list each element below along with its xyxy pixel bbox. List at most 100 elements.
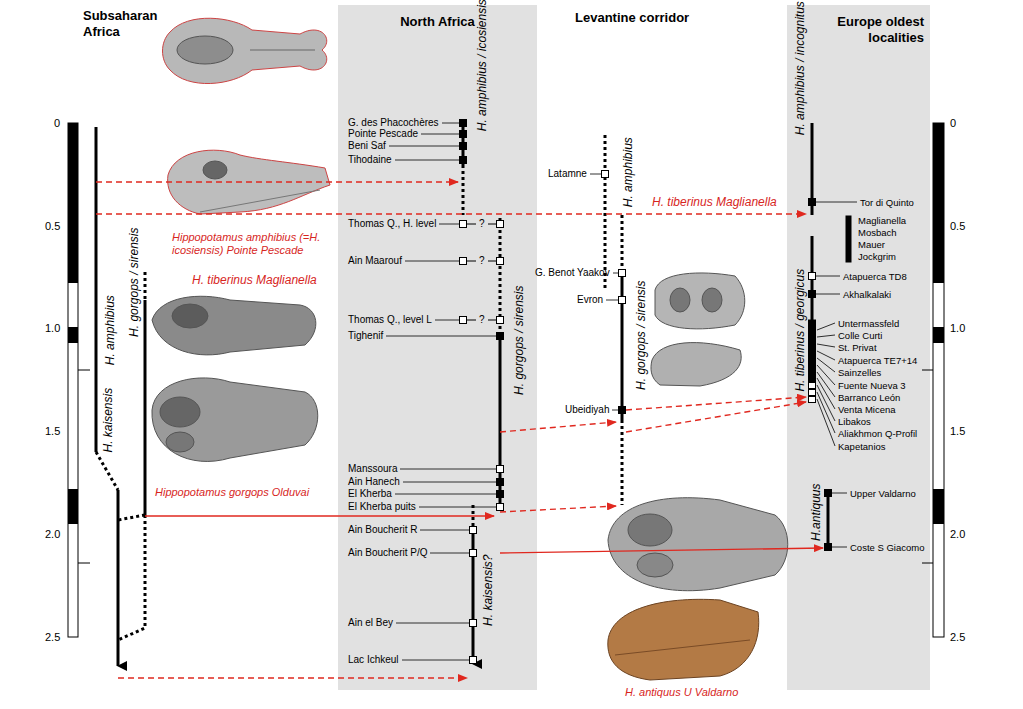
lineage-label: H. amphibius [621, 137, 635, 207]
lineage-bar [96, 123, 828, 666]
locality-label: Venta Micena [838, 404, 896, 415]
leader-lines [386, 123, 857, 660]
locality-label: Ain Hanech [348, 476, 400, 488]
axis-tick-label: 1.0 [950, 322, 965, 335]
locality-label: Jockgrim [858, 251, 896, 262]
lineage-label: H.antiquus [809, 484, 823, 541]
lineage-label: H. kaisensis? [481, 555, 495, 626]
figure-caption: H. tiberinus Maglianella [192, 273, 317, 287]
locality-label: Libakos [838, 416, 871, 427]
locality-label: Evron [577, 294, 603, 306]
leader-line [817, 344, 835, 347]
axis-tick-label: 1.0 [45, 322, 60, 335]
leader-line [395, 494, 496, 495]
leader-line [817, 399, 835, 446]
locality-label: Tighenif [348, 330, 383, 342]
locality-label: Atapuerca TD8 [843, 271, 907, 282]
leader-line [400, 469, 496, 470]
locality-label: G. Benot Yaakov [535, 267, 610, 279]
locality-label: St. Privat [838, 342, 877, 353]
locality-label: ? [479, 218, 485, 230]
locality-label: Akhalkalaki [843, 289, 891, 300]
leader-line [612, 410, 618, 411]
axis-tick-label: 2.0 [45, 528, 60, 541]
leader-line [402, 660, 469, 661]
lineage-label: H. gorgops / sirensis [126, 228, 140, 337]
leader-line [817, 335, 835, 337]
locality-label: Lac Ichkeul [348, 654, 399, 666]
locality-label: Pointe Pescade [348, 128, 418, 140]
figure-caption: Hippopotamus amphibius (=H. icosiensis) … [172, 231, 332, 257]
axis-tick-label: 2.5 [950, 631, 965, 644]
region-heading: Europe oldest localities [787, 5, 930, 45]
axis-tick-label: 1.5 [950, 425, 965, 438]
locality-label: Maglianella [858, 215, 906, 226]
region-band: North Africa [338, 5, 537, 690]
leader-line [395, 160, 459, 161]
axis-tick-label: 1.5 [45, 425, 60, 438]
leader-line [389, 146, 459, 147]
leader-line [421, 134, 459, 135]
locality-label: Atapuerca TE7+14 [838, 355, 917, 366]
locality-label: Colle Curti [838, 330, 882, 341]
figure-caption: Hippopotamus gorgops Olduvai [155, 486, 309, 499]
dispersal-arrow [96, 182, 823, 678]
locality-label: Beni Saf [348, 140, 386, 152]
leader-line [442, 123, 459, 124]
region-heading: North Africa [338, 5, 537, 30]
leader-line [817, 323, 835, 330]
locality-label: Ubeidiyah [565, 404, 609, 416]
locality-label: Aliakhmon Q-Profil [838, 428, 917, 439]
skull-photo [152, 18, 788, 680]
locality-label: Manssoura [348, 463, 397, 475]
locality-marker [460, 120, 852, 664]
axis-tick-label: 2.0 [950, 528, 965, 541]
locality-label: Thomas Q., H. level [348, 218, 436, 230]
locality-label: Upper Valdarno [850, 488, 916, 499]
leader-line [590, 174, 601, 175]
leader-line [405, 261, 459, 262]
figure-caption: H. antiquus U Valdarno [625, 686, 738, 699]
locality-label: Sainzelles [838, 367, 881, 378]
lineage-label: H. kaisensis [101, 388, 115, 453]
locality-label: Mosbach [858, 227, 897, 238]
leader-line [817, 358, 835, 372]
leader-line [419, 507, 496, 508]
locality-label: Tor di Quinto [860, 197, 914, 208]
locality-label: Untermassfeld [838, 318, 899, 329]
leader-line [816, 294, 840, 295]
lineage-label: H. amphibius [103, 295, 117, 365]
leader-line [817, 385, 835, 421]
leader-line [430, 553, 469, 554]
locality-label: Fuente Nueva 3 [838, 380, 906, 391]
axis-tick-label: 0.5 [45, 220, 60, 233]
lineage-label: H. amphibius / icosiensis [475, 0, 489, 131]
leader-line [613, 273, 618, 274]
locality-label: Ain el Bey [348, 617, 393, 629]
leader-line [816, 202, 857, 203]
locality-label: Tihodaine [348, 154, 392, 166]
locality-label: Coste S Giacomo [850, 542, 924, 553]
leader-line [606, 300, 618, 301]
locality-label: Barranco León [838, 392, 900, 403]
leader-line [435, 320, 459, 321]
locality-label: El Kherba [348, 488, 392, 500]
locality-label: Mauer [858, 239, 885, 250]
leader-line [396, 623, 469, 624]
time-scale [68, 123, 944, 637]
leader-line [403, 482, 496, 483]
locality-label: Thomas Q., level L [348, 314, 432, 326]
figure-caption: H. tiberinus Maglianella [652, 195, 777, 209]
locality-label: Latamne [548, 168, 587, 180]
lineage-label: H. gorgops / sirensis [633, 281, 647, 390]
column-heading: Subsaharan Africa [83, 8, 173, 39]
lineage-label: H. tiberinus / georgicus [793, 269, 807, 392]
locality-label: Ain Maarouf [348, 255, 402, 267]
locality-label: Ain Boucherit P/Q [348, 547, 427, 559]
axis-tick-label: 0 [950, 117, 956, 130]
locality-label: Kapetanios [838, 441, 886, 452]
leader-line [439, 224, 459, 225]
locality-label: ? [479, 314, 485, 326]
column-heading: Levantine corridor [575, 10, 689, 26]
